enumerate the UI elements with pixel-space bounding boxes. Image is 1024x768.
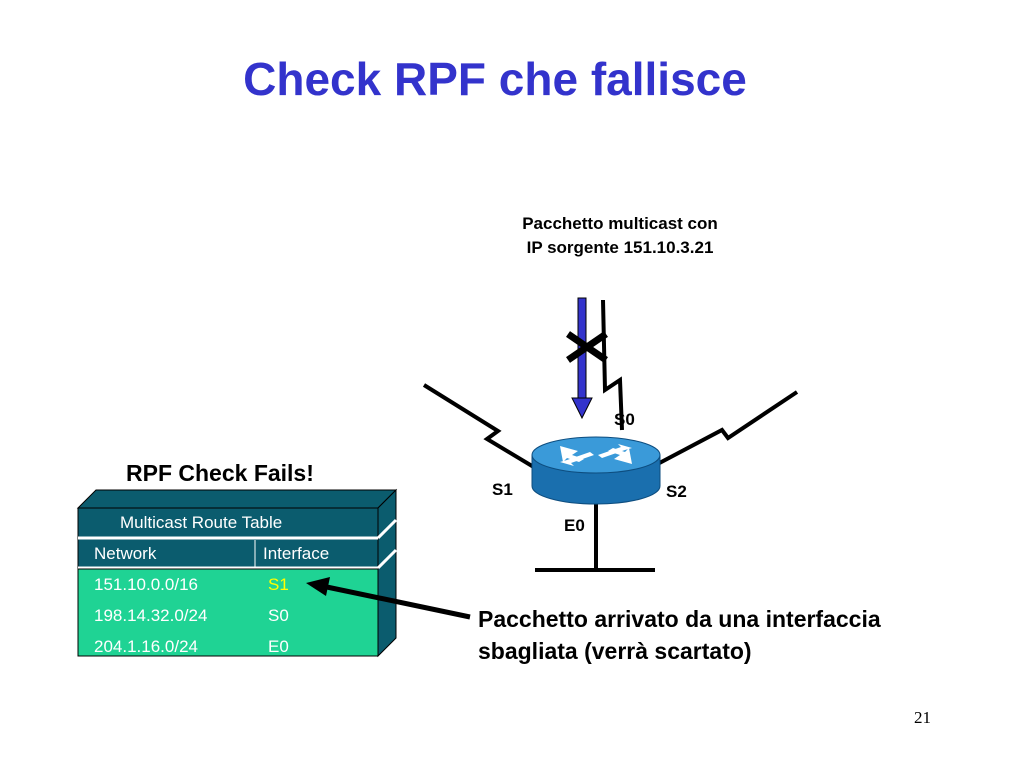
packet-caption: Pacchetto multicast con IP sorgente 151.… <box>470 212 770 260</box>
blocked-x-icon <box>566 331 608 363</box>
callout-arrow <box>306 577 471 620</box>
column-header-network: Network <box>94 544 157 563</box>
slide-title: Check RPF che fallisce <box>243 53 747 105</box>
wrong-interface-line2: sbagliata (verrà scartato) <box>478 638 752 664</box>
wrong-interface-line1: Pacchetto arrivato da una interfaccia <box>478 606 881 632</box>
s1-link <box>422 383 544 474</box>
router-icon <box>531 436 661 505</box>
table-row-network: 151.10.0.0/16 <box>94 575 198 594</box>
table-row-network: 204.1.16.0/24 <box>94 637 198 656</box>
packet-caption-line2: IP sorgente 151.10.3.21 <box>526 238 714 257</box>
interface-label-s0: S0 <box>614 410 635 429</box>
s0-link <box>601 299 624 431</box>
interface-label-s2: S2 <box>666 482 687 501</box>
interface-label-e0: E0 <box>564 516 585 535</box>
wrong-interface-caption: Pacchetto arrivato da una interfaccia sb… <box>478 603 881 667</box>
column-header-interface: Interface <box>263 544 330 563</box>
page-number: 21 <box>914 708 931 727</box>
packet-caption-line1: Pacchetto multicast con <box>522 214 718 233</box>
table-row-interface: S1 <box>268 575 289 594</box>
table-row-network: 198.14.32.0/24 <box>94 606 208 625</box>
table-row-interface: S0 <box>268 606 289 625</box>
s2-link <box>649 390 799 470</box>
route-table-title: Multicast Route Table <box>120 513 283 532</box>
interface-label-s1: S1 <box>492 480 513 499</box>
rpf-status: RPF Check Fails! <box>126 460 314 486</box>
table-row-interface: E0 <box>268 637 289 656</box>
